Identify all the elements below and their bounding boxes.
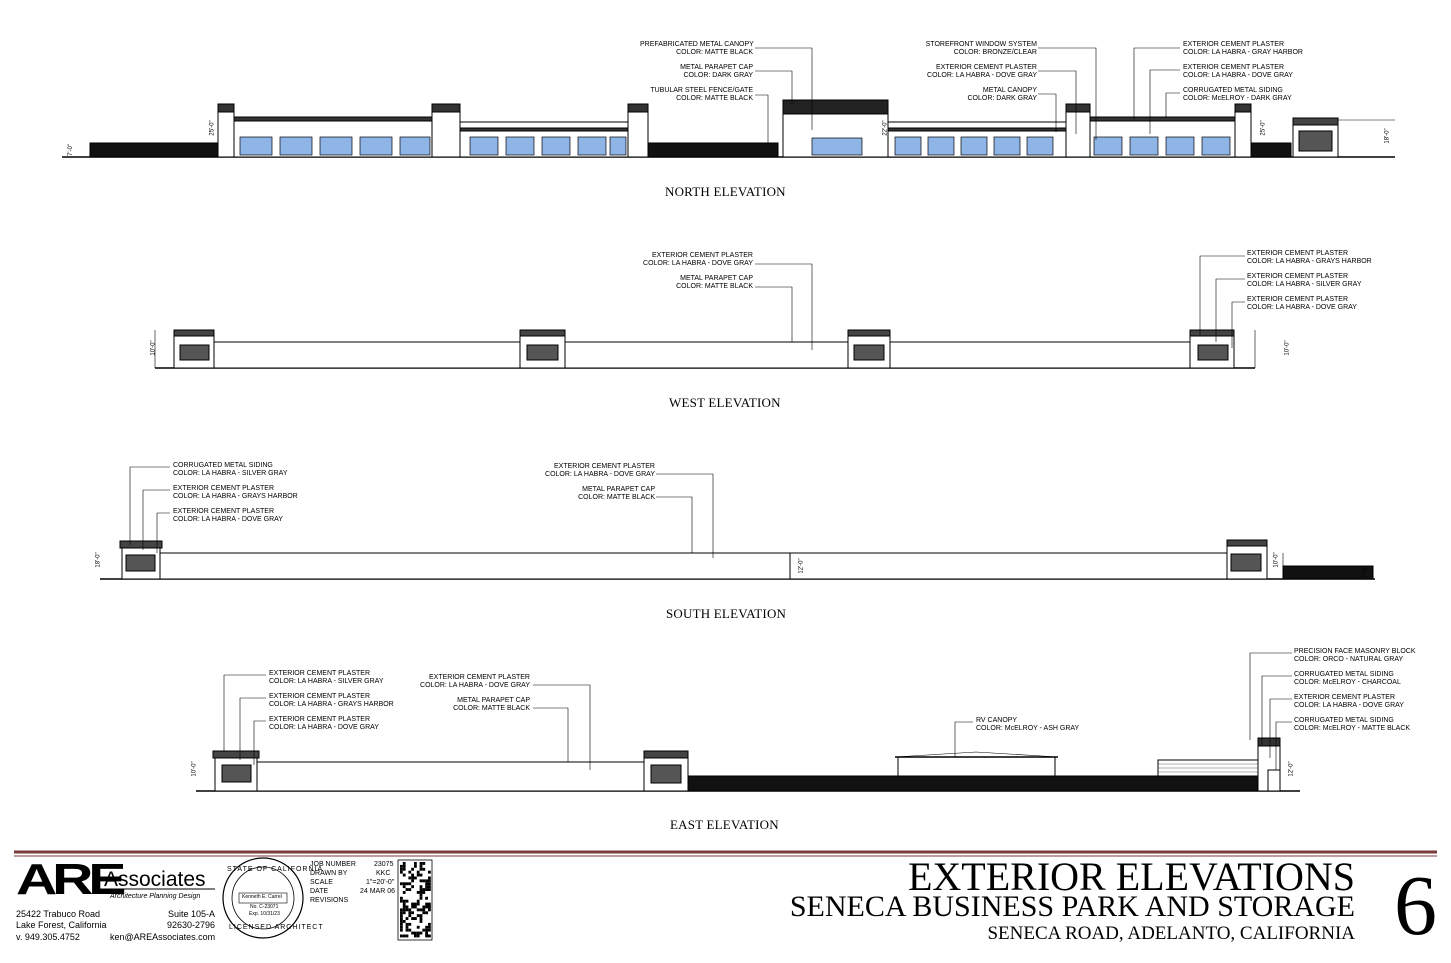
project-name: SENECA BUSINESS PARK AND STORAGE [789, 890, 1355, 923]
seal-number: No. C-23071 [250, 904, 279, 910]
seal-bottom-text: LICENSED ARCHITECT [229, 924, 324, 931]
west-dim-right: 10'-0" [1284, 340, 1291, 356]
project-location: SENECA ROAD, ADELANTO, CALIFORNIA [987, 923, 1355, 944]
south-dim-fence: 7'-0" [1362, 566, 1369, 578]
west-elevation [154, 255, 1256, 369]
south-dim-left: 18'-0" [95, 552, 102, 568]
seal-expiration: Exp. 10/31/23 [249, 911, 280, 917]
job-number-value: 23075 [374, 861, 394, 868]
north-dim-fence: 7'-0" [67, 144, 74, 156]
north-dim-storage: 18'-0" [1384, 128, 1391, 144]
revisions-label: REVISIONS [310, 897, 349, 904]
sheet-title: EXTERIOR ELEVATIONS [907, 854, 1355, 899]
west-dim-left: 10'-0" [150, 340, 157, 356]
firm-phone: v. 949.305.4752 [16, 932, 80, 942]
firm-address-1: 25422 Trabuco Road [16, 909, 101, 919]
scale-value: 1"=20'-0" [366, 879, 395, 886]
firm-suite: Suite 105-A [168, 909, 216, 919]
sheet-number: 6 [1394, 857, 1437, 953]
job-number-label: JOB NUMBER [310, 861, 356, 868]
drawn-by-label: DRAWN BY [310, 870, 348, 877]
south-dim-right: 10'-0" [1273, 552, 1280, 568]
firm-address-2: Lake Forest, California [16, 920, 107, 930]
drawn-by-value: KKC [376, 870, 391, 877]
north-dim-left: 25'-0" [209, 120, 216, 136]
south-elevation [100, 466, 1375, 580]
east-dim-right: 12'-0" [1288, 761, 1295, 777]
firm-tagline: Architecture Planning Design [110, 893, 201, 900]
north-dim-center: 22'-0" [882, 120, 889, 136]
east-elevation [196, 652, 1300, 792]
north-dim-right: 25'-0" [1260, 120, 1267, 136]
east-elevation-title: EAST ELEVATION [670, 817, 779, 832]
firm-email: ken@AREAssociates.com [110, 932, 216, 942]
qr-code [400, 862, 431, 938]
south-elevation-title: SOUTH ELEVATION [666, 606, 787, 621]
seal-top-text: STATE OF CALIFORNIA [227, 866, 324, 873]
west-elevation-title: WEST ELEVATION [669, 395, 781, 410]
seal-name: Kenneth E. Carrel [242, 894, 282, 900]
south-dim-center: 12'-0" [798, 558, 805, 574]
firm-zip: 92630-2796 [167, 920, 216, 930]
firm-logo: ARE [16, 855, 126, 904]
scale-label: SCALE [310, 879, 333, 886]
date-value: 24 MAR 06 [360, 888, 396, 895]
east-dim-left: 10'-0" [191, 761, 198, 777]
date-label: DATE [310, 888, 329, 895]
north-elevation-title: NORTH ELEVATION [665, 184, 786, 199]
north-elevation [62, 47, 1395, 158]
firm-name: Associates [104, 868, 206, 891]
